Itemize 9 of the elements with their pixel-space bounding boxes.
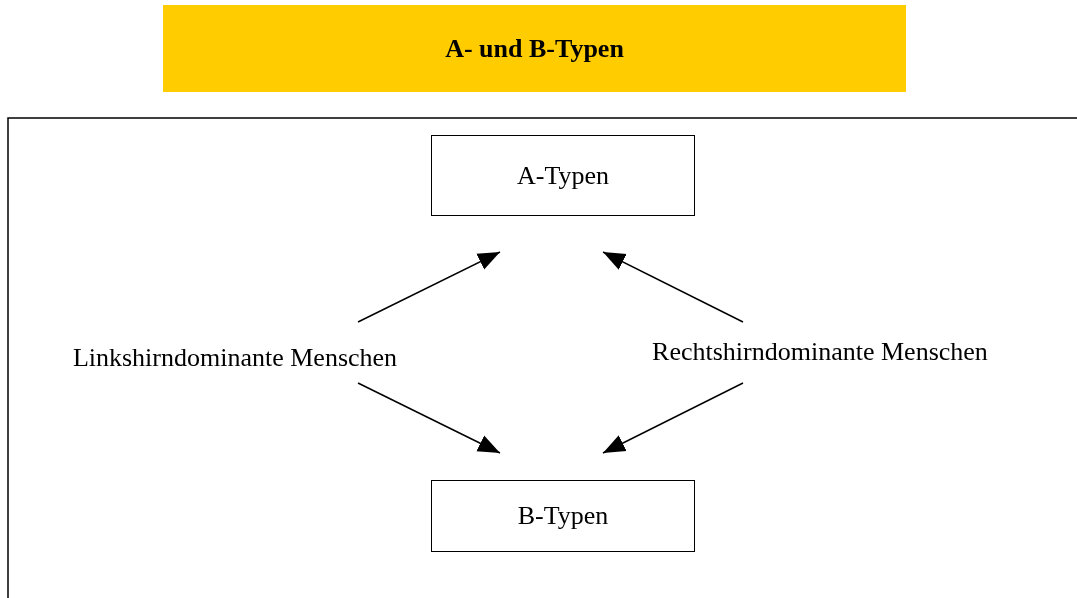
group-label: Linkshirndominante Menschen [30,336,440,380]
arrow [602,382,744,454]
title-banner: A- und B-Typen [163,5,906,92]
type-box: B-Typen [431,480,695,552]
arrow [357,382,501,454]
group-label: Rechtshirndominante Menschen [606,330,1034,374]
arrow [357,251,501,323]
arrow [602,251,744,323]
type-box: A-Typen [431,135,695,216]
